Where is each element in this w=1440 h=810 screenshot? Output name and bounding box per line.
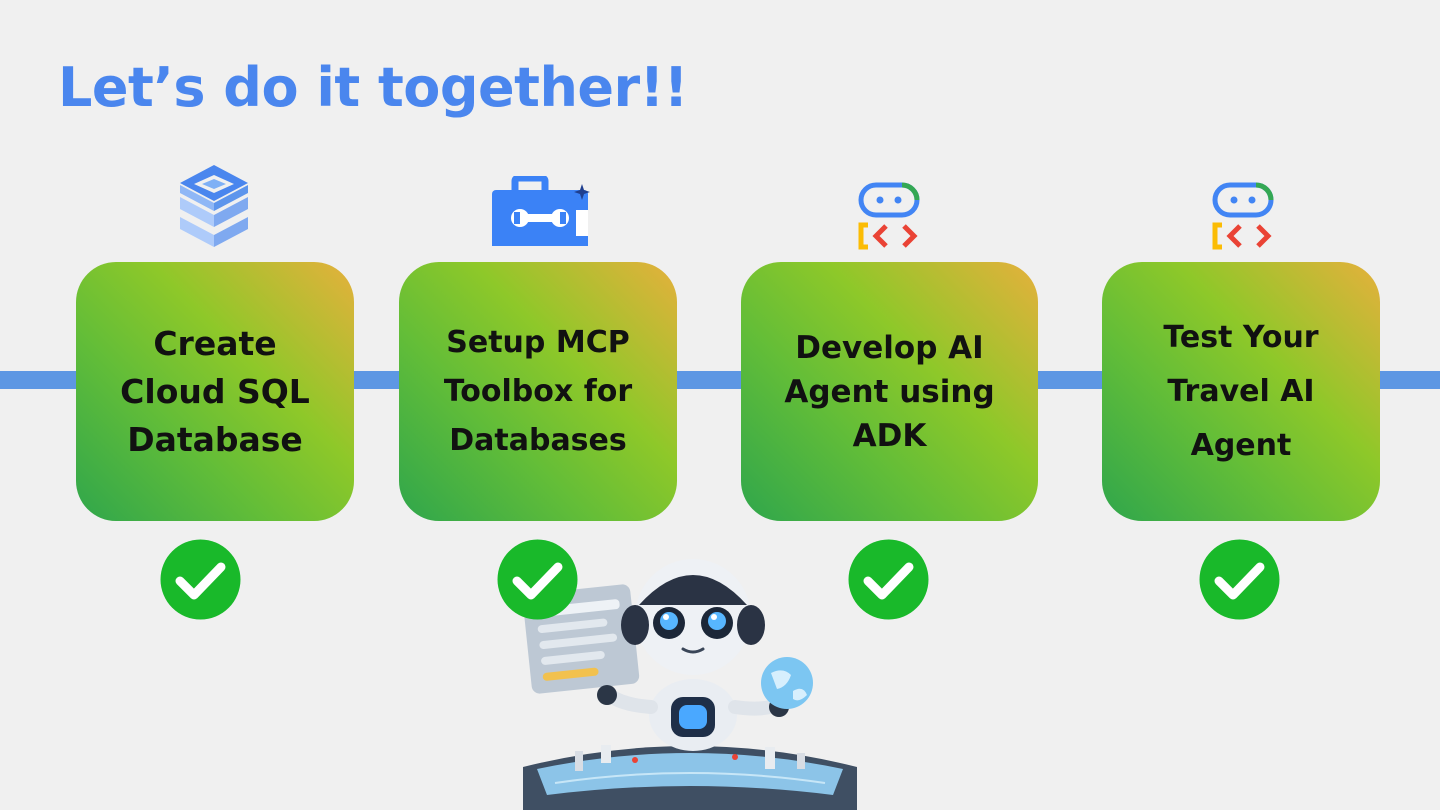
check-circle-icon [1199, 539, 1280, 620]
timeline-bar [0, 371, 1440, 389]
adk-agent-icon [1212, 182, 1274, 250]
step-card-setup-mcp-toolbox: Setup MCP Toolbox for Databases [399, 262, 677, 521]
toolbox-icon [492, 176, 590, 246]
step-card-develop-ai-agent: Develop AI Agent using ADK [741, 262, 1038, 521]
adk-agent-icon [858, 182, 920, 250]
step-label: Create Cloud SQL Database [120, 323, 310, 459]
step-label: Test Your Travel AI Agent [1163, 319, 1319, 463]
check-circle-icon [160, 539, 241, 620]
slide-title: Let’s do it together!! [58, 56, 688, 119]
step-card-test-travel-agent: Test Your Travel AI Agent [1102, 262, 1380, 521]
check-circle-icon [497, 539, 578, 620]
step-card-create-cloud-sql: Create Cloud SQL Database [76, 262, 354, 521]
robot-travel-agent-illustration [522, 559, 857, 810]
cloud-sql-database-icon [180, 165, 248, 247]
check-circle-icon [848, 539, 929, 620]
step-label: Setup MCP Toolbox for Databases [443, 325, 633, 458]
step-label: Develop AI Agent using ADK [784, 329, 995, 454]
